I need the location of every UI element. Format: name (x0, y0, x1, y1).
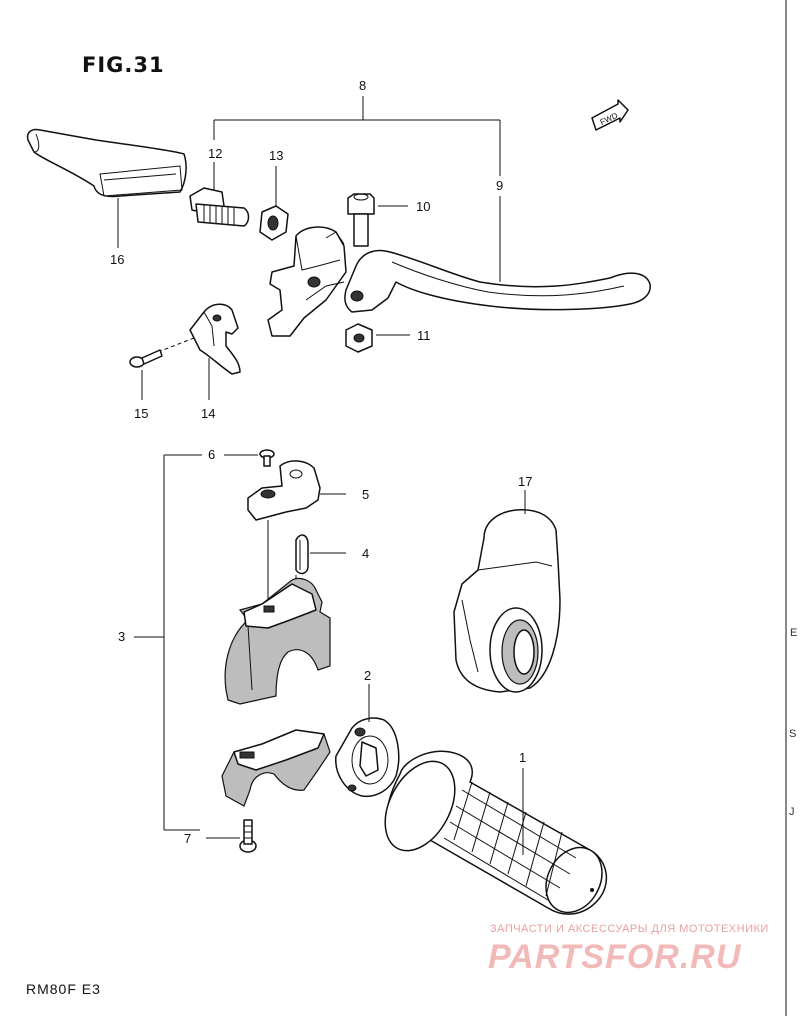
callout-14: 14 (201, 406, 215, 421)
callout-2: 2 (364, 668, 371, 683)
leader-bracket-3 (134, 454, 202, 831)
callout-8: 8 (359, 78, 366, 93)
switch-plate (247, 460, 321, 521)
edge-mark-s: S (789, 728, 796, 740)
lever-holder (267, 226, 347, 337)
callout-3: 3 (118, 629, 125, 644)
callout-1: 1 (519, 750, 526, 765)
cable-adjuster (189, 187, 250, 227)
forward-arrow-icon: FWD (591, 99, 629, 131)
callout-4: 4 (362, 546, 369, 561)
pivot-nut (345, 323, 373, 353)
lock-nut (259, 205, 289, 241)
handlebar-grip (384, 750, 608, 915)
callout-5: 5 (362, 487, 369, 502)
switch-housing-lower (221, 729, 331, 807)
callout-12: 12 (208, 146, 222, 161)
callout-11: 11 (417, 328, 431, 343)
callout-7: 7 (184, 831, 191, 846)
edge-mark-e: E (790, 627, 797, 639)
callout-17: 17 (518, 474, 532, 489)
screw-7 (239, 819, 257, 853)
spring-clip (295, 534, 309, 575)
watermark-brand: PARTSFOR.RU (488, 938, 742, 976)
callout-15: 15 (134, 406, 148, 421)
model-label: RM80F E3 (26, 981, 101, 997)
callout-9: 9 (496, 178, 503, 193)
lever-cover-boot (26, 128, 187, 198)
screw-15 (129, 349, 163, 368)
clutch-lever (344, 249, 651, 313)
edge-mark-j: J (789, 806, 795, 818)
switch-clamp (189, 303, 241, 375)
pivot-bolt (347, 193, 375, 247)
grip-housing-cover (453, 509, 561, 693)
screw-6 (259, 449, 275, 467)
figure-title: FIG.31 (82, 53, 165, 77)
callout-16: 16 (110, 252, 124, 267)
callout-13: 13 (269, 148, 283, 163)
callout-10: 10 (416, 199, 430, 214)
watermark-tagline: ЗАПЧАСТИ И АКСЕССУАРЫ ДЛЯ МОТОТЕХНИКИ (490, 923, 769, 935)
switch-housing-upper (224, 577, 331, 705)
callout-6: 6 (208, 447, 215, 462)
leader-bracket-8 (213, 96, 501, 282)
throttle-spacer (335, 717, 400, 798)
alignment-line-15 (157, 337, 195, 353)
